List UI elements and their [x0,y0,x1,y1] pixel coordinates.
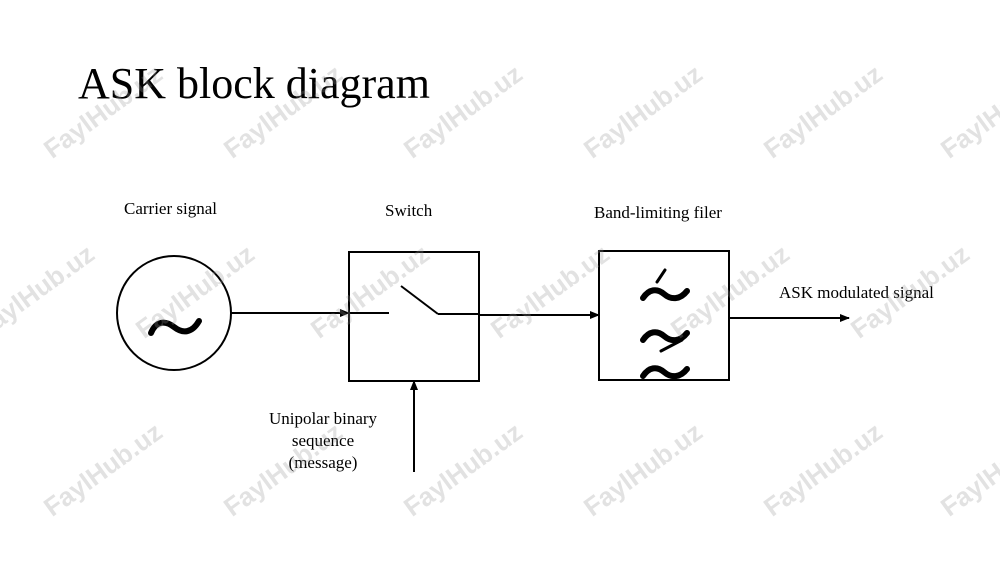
watermark: FaylHub.uz [935,58,1000,165]
bandpass-filter-icon [640,268,690,380]
watermark: FaylHub.uz [758,416,888,523]
diagram-title: ASK block diagram [78,59,430,108]
watermark: FaylHub.uz [130,238,260,345]
watermark: FaylHub.uz [218,58,348,165]
message-line-1: Unipolar binary [268,409,378,428]
message-line-3: (message) [288,453,358,472]
watermark: FaylHub.uz [38,58,168,165]
watermark: FaylHub.uz [485,238,615,345]
message-input-label: Unipolar binary sequence (message) [238,408,408,474]
ask-output-label: ASK modulated signal [779,283,934,302]
watermark: FaylHub.uz [758,58,888,165]
watermark: FaylHub.uz [0,238,100,345]
watermark: FaylHub.uz [305,238,435,345]
band-limiting-filter-label: Band-limiting filer [594,203,722,222]
carrier-signal-label: Carrier signal [124,199,217,218]
watermark: FaylHub.uz [578,58,708,165]
message-line-2: sequence [291,431,355,450]
watermark: FaylHub.uz [218,416,348,523]
watermark: FaylHub.uz [398,58,528,165]
watermark: FaylHub.uz [935,416,1000,523]
switch-icon [349,285,479,315]
sine-wave-icon [148,318,202,336]
watermark: FaylHub.uz [845,238,975,345]
watermark: FaylHub.uz [665,238,795,345]
watermark: FaylHub.uz [38,416,168,523]
watermark: FaylHub.uz [578,416,708,523]
watermark: FaylHub.uz [398,416,528,523]
band-limiting-filter-block [598,250,730,381]
switch-label: Switch [385,201,433,220]
